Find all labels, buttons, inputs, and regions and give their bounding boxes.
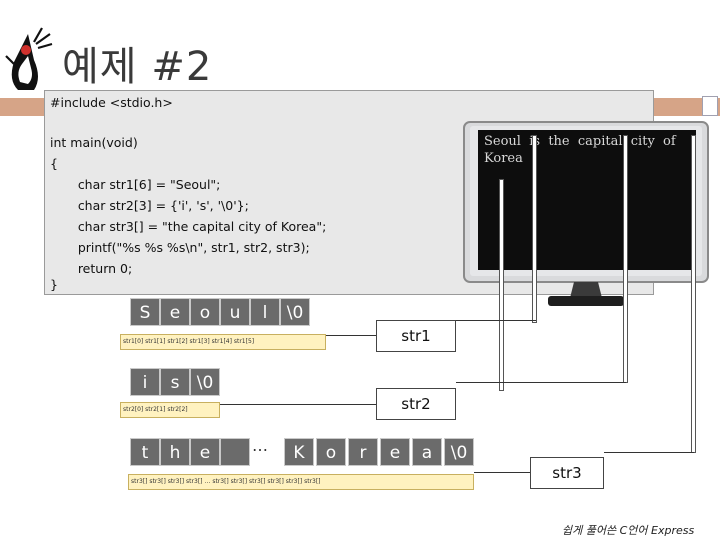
footer-text: 쉽게 풀어쓴 C언어 Express xyxy=(562,524,695,537)
array-cell: h xyxy=(160,438,190,466)
code-line: int main(void) xyxy=(50,135,138,150)
array-cell: \0 xyxy=(444,438,474,466)
array-cell: e xyxy=(160,298,190,326)
array-cell: s xyxy=(160,368,190,396)
array-cell: o xyxy=(316,438,346,466)
index-strip: str1[0] str1[1] str1[2] str1[3] str1[4] … xyxy=(120,334,326,350)
monitor-screen: Seoul is the capital city of Korea xyxy=(478,130,696,270)
code-line: char str3[] = "the capital city of Korea… xyxy=(50,219,327,234)
corner-decoration xyxy=(702,96,718,116)
array-cell: i xyxy=(130,368,160,396)
leader-line xyxy=(604,452,694,453)
array-cell: e xyxy=(190,438,220,466)
code-line: char str2[3] = {'i', 's', '\0'}; xyxy=(50,198,249,213)
connector-line xyxy=(533,136,536,322)
connector-line xyxy=(692,136,695,452)
output-line-2: Korea xyxy=(484,151,523,166)
code-line: char str1[6] = "Seoul"; xyxy=(50,177,221,192)
ellipsis: … xyxy=(252,436,268,455)
array-cell: a xyxy=(412,438,442,466)
index-strip: str3[] str3[] str3[] str3[] … str3[] str… xyxy=(128,474,474,490)
array-cell: \0 xyxy=(190,368,220,396)
leader-line xyxy=(456,320,536,321)
array-cell: K xyxy=(284,438,314,466)
array-cell: u xyxy=(220,298,250,326)
array-cell xyxy=(220,438,250,466)
array-cell: S xyxy=(130,298,160,326)
code-line: } xyxy=(50,277,58,292)
code-line: return 0; xyxy=(50,261,133,276)
page-title: 예제 #2 xyxy=(62,44,213,90)
connector-line xyxy=(500,180,503,390)
leader-line xyxy=(474,472,530,473)
str3-label: str3 xyxy=(530,457,604,489)
leader-line xyxy=(456,382,626,383)
array-cell: r xyxy=(348,438,378,466)
array-cell: o xyxy=(190,298,220,326)
code-line: printf("%s %s %s\n", str1, str2, str3); xyxy=(50,240,310,255)
output-line-1: Seoul is the capital city of xyxy=(484,134,676,149)
array-cell: l xyxy=(250,298,280,326)
str2-label: str2 xyxy=(376,388,456,420)
array-cell: t xyxy=(130,438,160,466)
java-duke-mascot-icon xyxy=(5,27,53,90)
array-cell: e xyxy=(380,438,410,466)
leader-line xyxy=(220,404,376,405)
code-include-line: #include <stdio.h> xyxy=(50,95,173,110)
str1-label: str1 xyxy=(376,320,456,352)
title-accent-bar-left xyxy=(0,98,58,116)
code-line: { xyxy=(50,156,58,171)
index-strip: str2[0] str2[1] str2[2] xyxy=(120,402,220,418)
array-cell: \0 xyxy=(280,298,310,326)
connector-line xyxy=(624,136,627,382)
leader-line xyxy=(326,335,376,336)
